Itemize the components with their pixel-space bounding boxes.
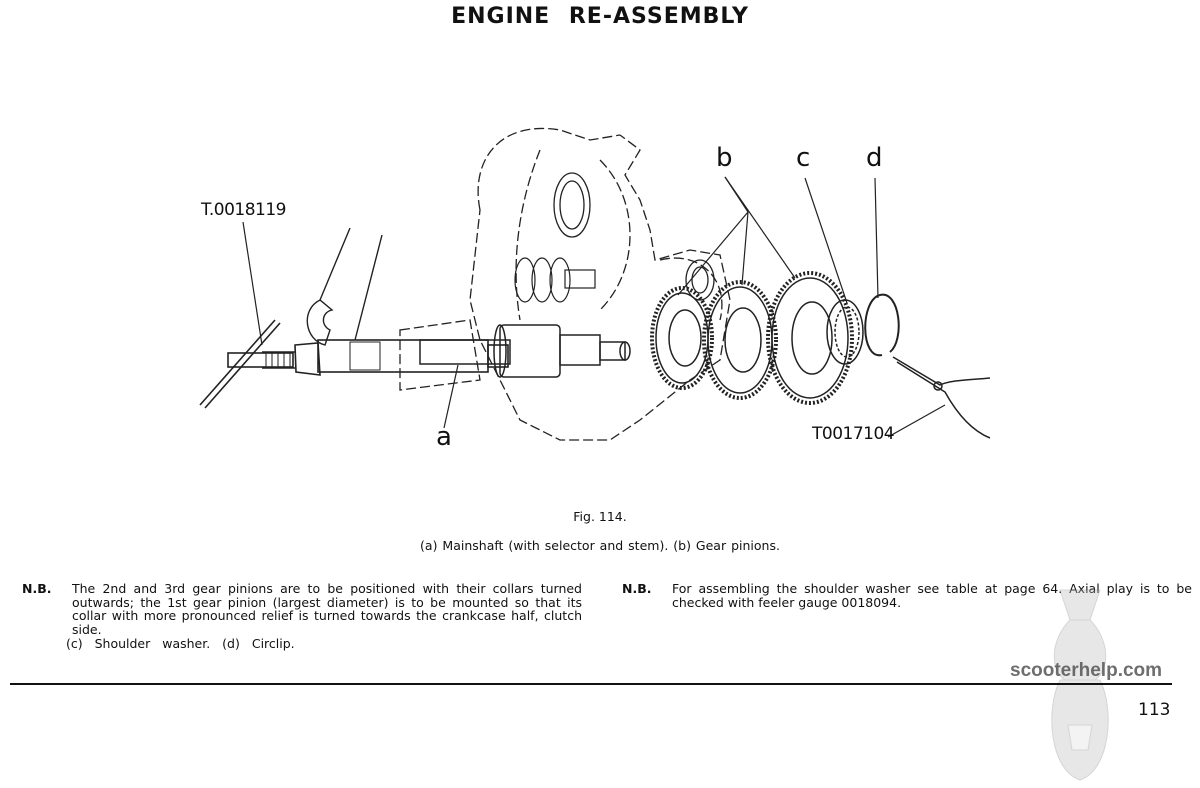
mainshaft [419,324,631,378]
gear-pinion-1st [766,271,854,405]
crankcase-half [399,127,731,441]
layshaft-cluster [514,257,596,303]
note-text: The 2nd and 3rd gear pinions are to be p… [72,581,582,637]
watermark-text: scooterhelp.com [1010,660,1163,681]
page-title: ENGINE RE-ASSEMBLY [451,4,749,29]
page-number: 113 [1138,700,1171,720]
bearing-seat [553,172,591,238]
engine-assembly-illustration [199,127,991,441]
scooter-watermark-icon [1051,589,1109,781]
callout-tool-puller: T.0018119 [201,200,286,220]
note-prefix: N.B. [22,581,52,596]
circlip-pliers [892,356,991,439]
callout-b: b [716,143,733,173]
shoulder-washer [826,299,864,365]
gear-pinion-2nd [702,280,778,400]
collar [685,259,715,301]
callout-d: d [866,143,883,173]
leader-lines [242,176,946,438]
puller-tool [199,319,509,409]
gear-pinions [650,271,854,405]
gear-pinion-3rd [650,286,714,390]
callout-a: a [436,422,452,452]
figure-label: Fig. 114. [573,509,627,524]
note-prefix: N.B. [622,581,652,596]
callout-tool-pliers: T0017104 [812,424,895,444]
wrench [306,227,383,346]
note-subcaption: (c) Shoulder washer. (d) Circlip. [66,636,295,651]
footer-rule [10,683,1172,685]
note-text: For assembling the shoulder washer see t… [672,581,1192,610]
circlip [864,293,900,357]
callout-c: c [796,143,811,173]
figure-caption: (a) Mainshaft (with selector and stem). … [420,538,780,553]
